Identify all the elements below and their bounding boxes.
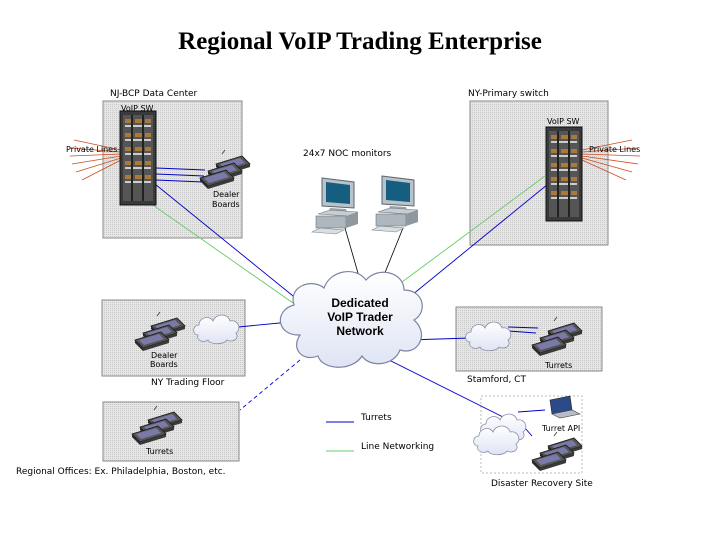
nj-boards-label-1: Dealer bbox=[213, 190, 240, 199]
ny-floor-boards-label-2: Boards bbox=[150, 360, 178, 369]
ny-voip-switch-rack bbox=[545, 126, 583, 222]
regional-site-name: Regional Offices: Ex. Philadelphia, Bost… bbox=[16, 467, 226, 477]
noc-links bbox=[344, 227, 404, 281]
nj-boards-label-2: Boards bbox=[212, 200, 240, 209]
line-networking-links bbox=[139, 175, 546, 311]
dr-turret-api-label: Turret API bbox=[542, 424, 581, 433]
ny-floor-site-name: NY Trading Floor bbox=[151, 378, 225, 388]
noc-label: 24x7 NOC monitors bbox=[303, 149, 392, 159]
stamford-site-name: Stamford, CT bbox=[467, 375, 526, 385]
ny-switch-label: VoIP SW bbox=[547, 117, 580, 126]
noc-computer-2-icon bbox=[371, 175, 419, 233]
central-cloud-label: Dedicated VoIP Trader Network bbox=[300, 296, 420, 338]
nj-switch-label: VoIP SW bbox=[121, 104, 154, 113]
nj-site-name: NJ-BCP Data Center bbox=[110, 89, 198, 99]
stamford-turrets-label: Turrets bbox=[545, 361, 573, 370]
legend-line-networking-label: Line Networking bbox=[361, 442, 435, 452]
legend-turrets-label: Turrets bbox=[361, 413, 392, 423]
nj-voip-switch-rack bbox=[119, 110, 157, 206]
dr-site-name: Disaster Recovery Site bbox=[491, 479, 593, 489]
diagram-title: Regional VoIP Trading Enterprise bbox=[178, 28, 542, 55]
noc-computer-1-icon bbox=[311, 177, 359, 235]
cloud-label-line-2: VoIP Trader bbox=[327, 310, 393, 324]
regional-offices-box bbox=[102, 401, 240, 462]
central-cloud-icon bbox=[279, 271, 423, 368]
regional-turrets-label: Turrets bbox=[146, 447, 174, 456]
ny-primary-site-name: NY-Primary switch bbox=[468, 89, 549, 99]
nj-private-lines bbox=[69, 139, 122, 181]
ny-private-lines-label: Private Lines bbox=[589, 145, 641, 154]
cloud-label-line-1: Dedicated bbox=[331, 296, 389, 310]
ny-private-lines bbox=[581, 139, 641, 181]
cloud-label-line-3: Network bbox=[336, 324, 384, 338]
ny-floor-boards-label-1: Dealer bbox=[151, 351, 178, 360]
ny-primary-box bbox=[469, 100, 609, 246]
nj-private-lines-label: Private Lines bbox=[66, 145, 118, 154]
